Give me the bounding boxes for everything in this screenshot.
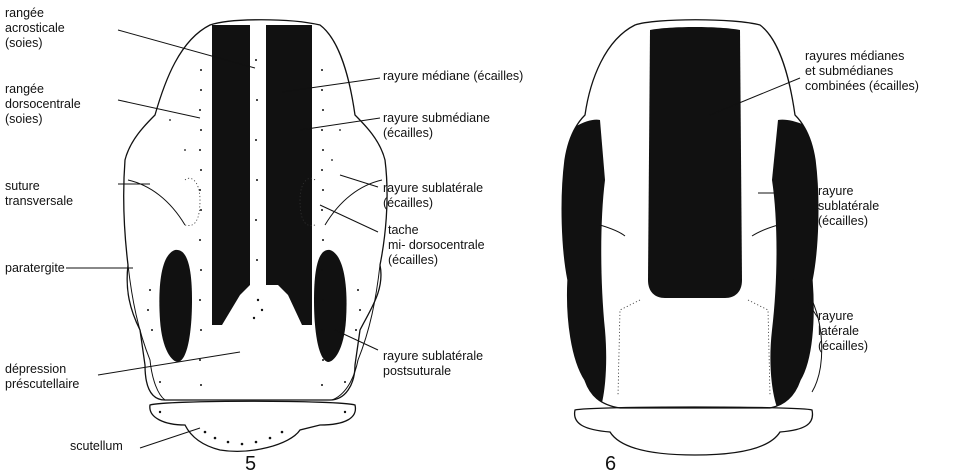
label-mid-dorsocentral-spot: tache mi- dorsocentrale (écailles) xyxy=(388,223,488,267)
figure-number-6: 6 xyxy=(605,453,616,472)
leader-depression-5 xyxy=(98,352,240,375)
leader-scutellum-5 xyxy=(140,428,200,448)
scutellum-6 xyxy=(575,407,813,455)
transverse-suture-right-6 xyxy=(752,225,778,236)
label-acrostical-row: rangée acrosticale (soies) xyxy=(5,6,68,50)
label-combined-stripes: rayures médianes et submédianes combinée… xyxy=(805,49,919,93)
label-paratergite: paratergite xyxy=(5,261,65,275)
acrostical-gap-5 xyxy=(250,25,266,287)
label-transverse-suture: suture transversale xyxy=(5,179,73,208)
label-scutellum: scutellum xyxy=(70,439,123,453)
label-dorsocentral-row: rangée dorsocentrale (soies) xyxy=(5,82,84,126)
submedian-stripe-5 xyxy=(266,25,312,325)
label-sublateral-stripe-6: rayure sublatérale (écailles) xyxy=(818,184,883,228)
prescutellar-area-6 xyxy=(618,300,770,395)
figure-number-5: 5 xyxy=(245,453,256,472)
label-submedian-stripe: rayure submédiane (écailles) xyxy=(383,111,494,140)
transverse-suture-right-5 xyxy=(325,180,382,225)
transverse-suture-left-6 xyxy=(600,225,625,236)
combined-median-stripe-6 xyxy=(648,27,742,298)
scutellum-5 xyxy=(150,401,356,451)
postsutural-sublateral-right-5 xyxy=(314,250,347,362)
label-postsutural-sublateral: rayure sublatérale postsuturale xyxy=(383,349,487,378)
mid-dorsocentral-spot-left-5 xyxy=(185,178,200,225)
postsutural-sublateral-left-5 xyxy=(159,250,192,362)
label-lateral-stripe: rayure latérale (écailles) xyxy=(818,309,868,353)
transverse-suture-left-5 xyxy=(128,180,185,225)
label-median-stripe: rayure médiane (écailles) xyxy=(383,69,523,83)
figure-6: rayures médianes et submédianes combinée… xyxy=(550,20,919,472)
sublateral-stripe-right-6 xyxy=(770,120,830,410)
label-sublateral-stripe-5: rayure sublatérale (écailles) xyxy=(383,181,487,210)
leader-sublateral-5 xyxy=(340,175,378,187)
figure-5: rangée acrosticale (soies) rangée dorsoc… xyxy=(5,6,523,472)
label-prescutellar-depression: dépression préscutellaire xyxy=(5,362,79,391)
